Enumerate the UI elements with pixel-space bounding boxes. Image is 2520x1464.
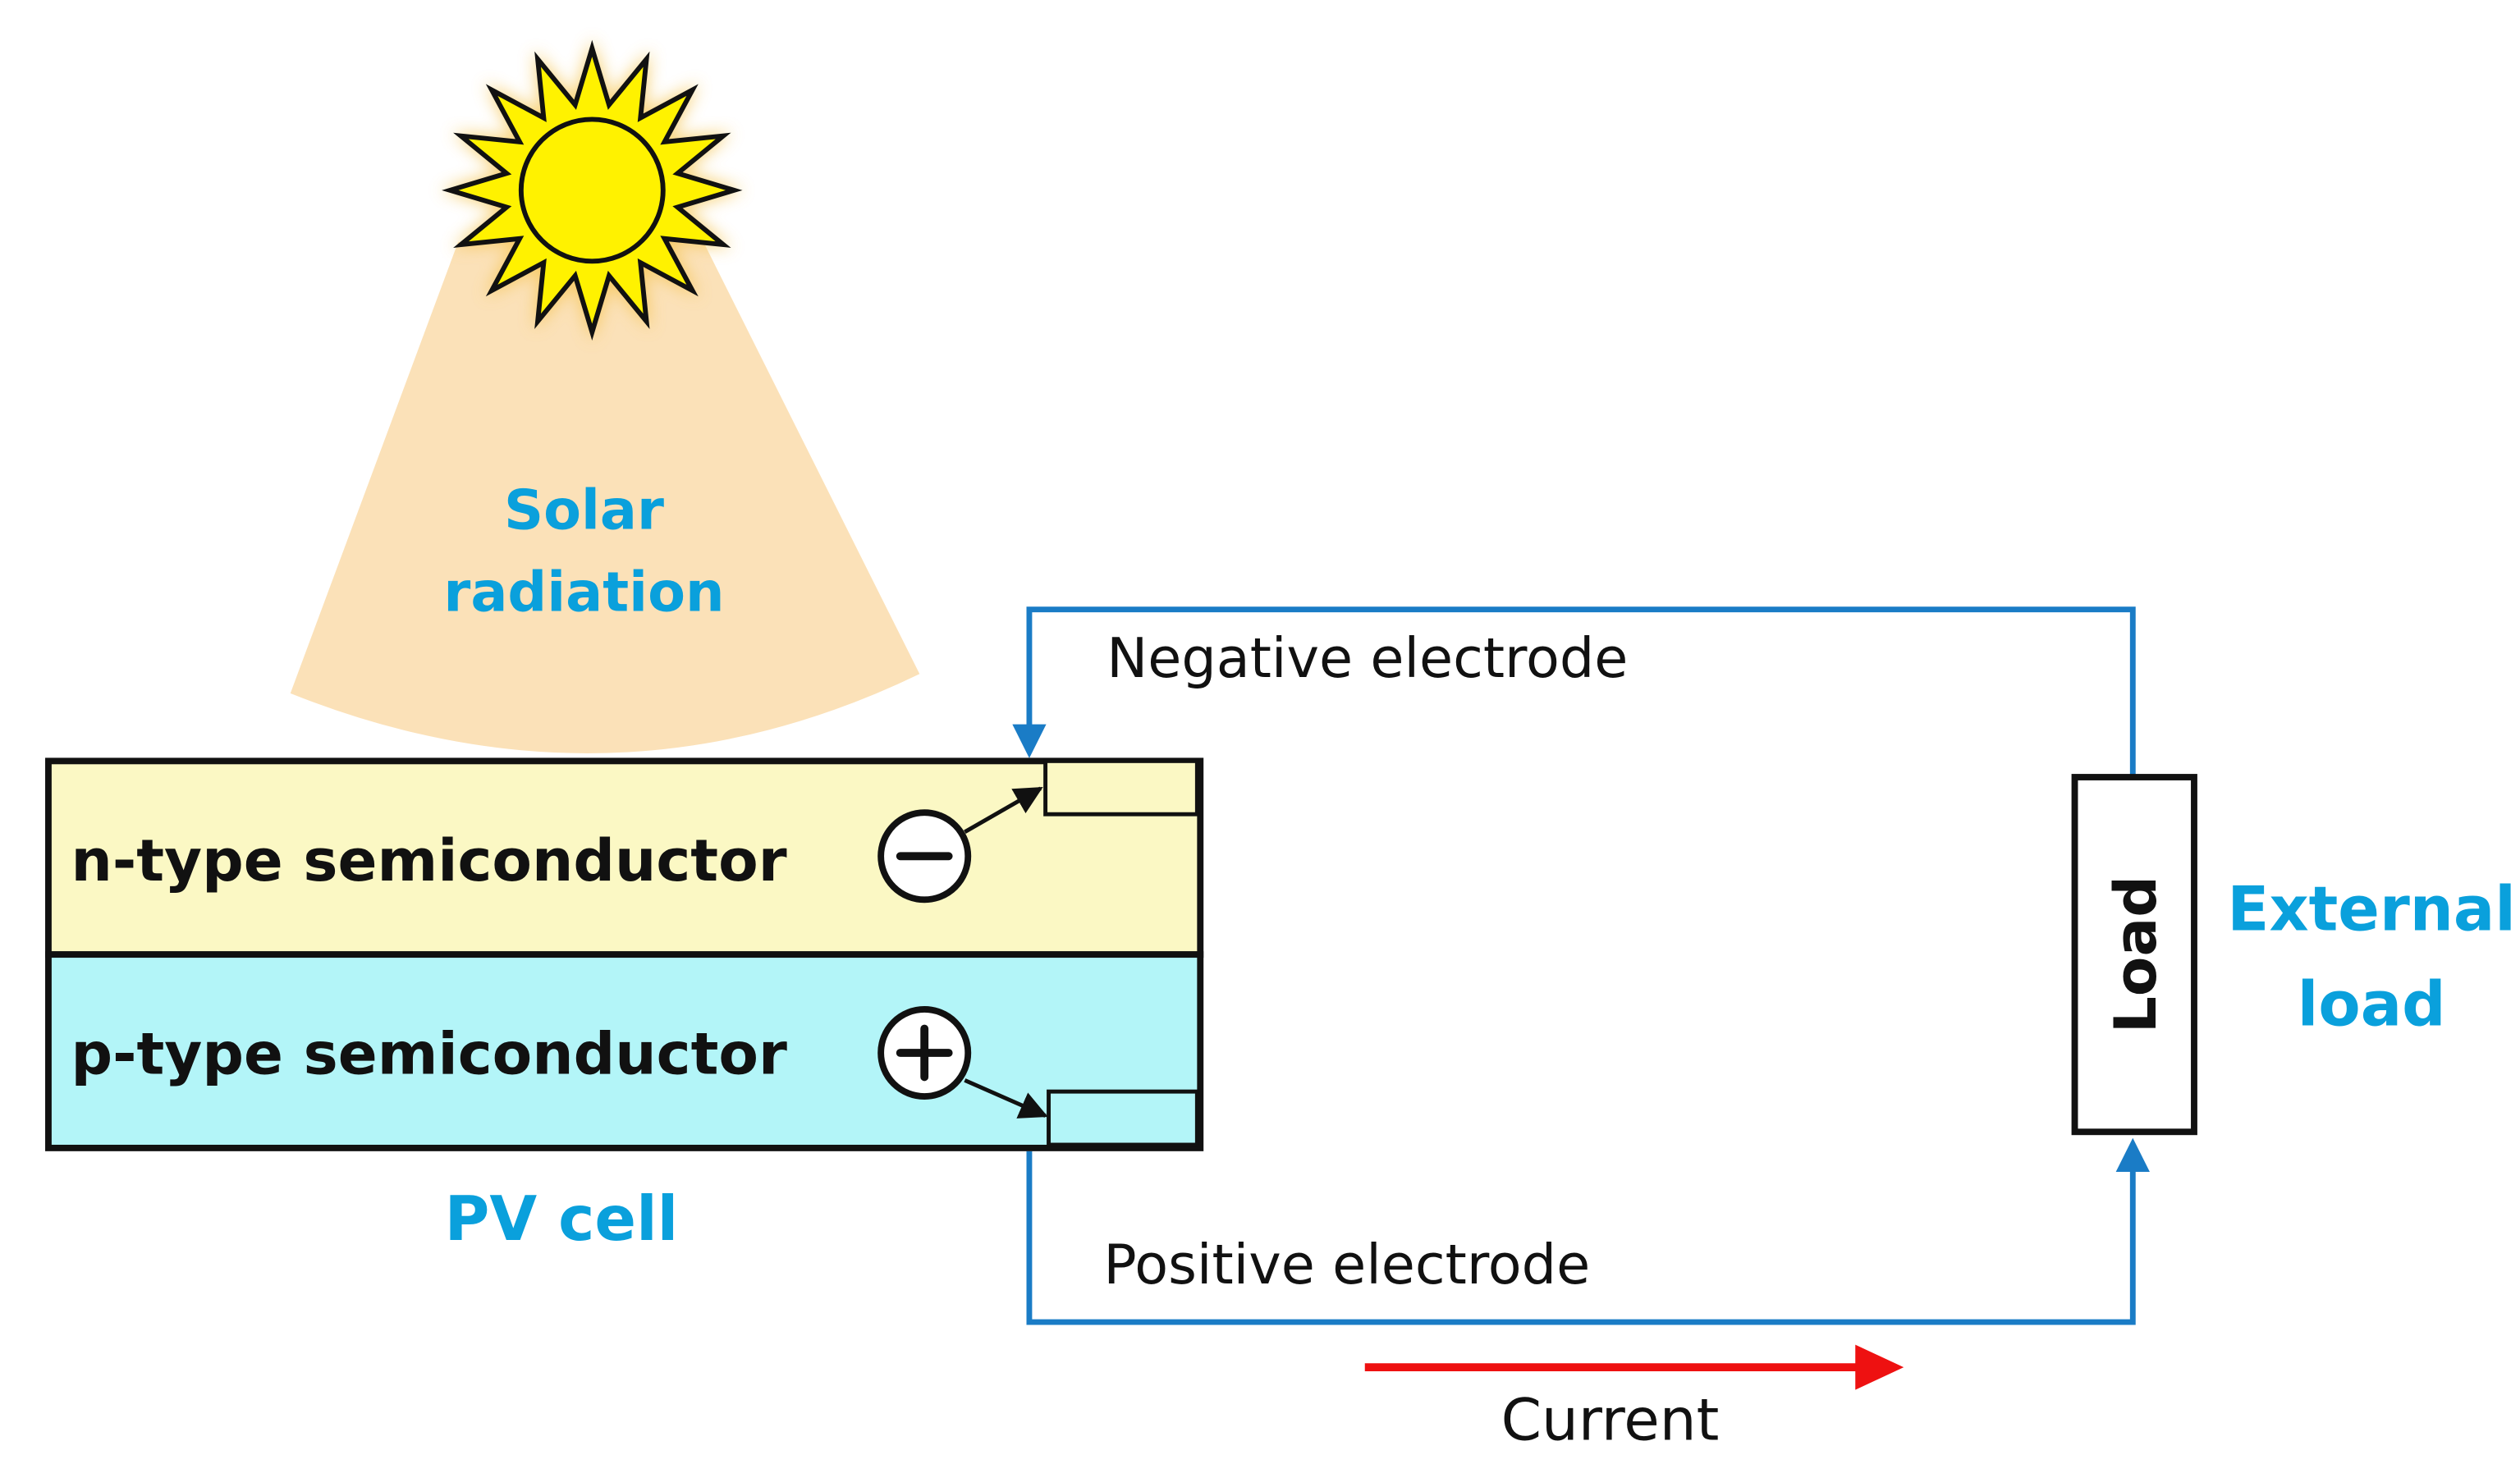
electron-arrow — [964, 786, 1043, 834]
positive-electrode-label: Positive electrode — [1103, 1233, 1590, 1297]
n-type-label: n-type semiconductor — [71, 826, 786, 894]
positive-electrode-contact — [1047, 1089, 1199, 1147]
circuit-wires — [1012, 606, 2150, 1325]
plus-circle-icon — [877, 1006, 972, 1100]
p-type-layer — [45, 951, 1204, 1151]
p-type-label: p-type semiconductor — [71, 1020, 787, 1088]
pv-cell — [45, 757, 1204, 1151]
n-type-layer — [45, 757, 1204, 958]
load-box — [2071, 774, 2197, 1136]
external-load-label-line1: External — [2227, 874, 2515, 945]
solar-radiation-label-line2: radiation — [443, 560, 724, 624]
pv-cell-label: PV cell — [445, 1183, 679, 1255]
minus-circle-icon — [877, 809, 972, 904]
positive-electrode-wire — [1026, 1137, 2150, 1325]
sun-icon — [440, 39, 745, 342]
load-label: Load — [2101, 876, 2169, 1033]
negative-electrode-contact — [1043, 758, 1199, 817]
external-load-label-line2: load — [2298, 969, 2446, 1041]
negative-electrode-label: Negative electrode — [1107, 626, 1628, 690]
current-arrow — [1364, 1344, 1904, 1390]
solar-radiation-cone — [290, 241, 920, 753]
hole-arrow — [964, 1078, 1048, 1119]
solar-radiation-label-line1: Solar — [504, 478, 664, 542]
negative-electrode-wire — [1012, 606, 2136, 778]
current-label: Current — [1501, 1386, 1720, 1454]
